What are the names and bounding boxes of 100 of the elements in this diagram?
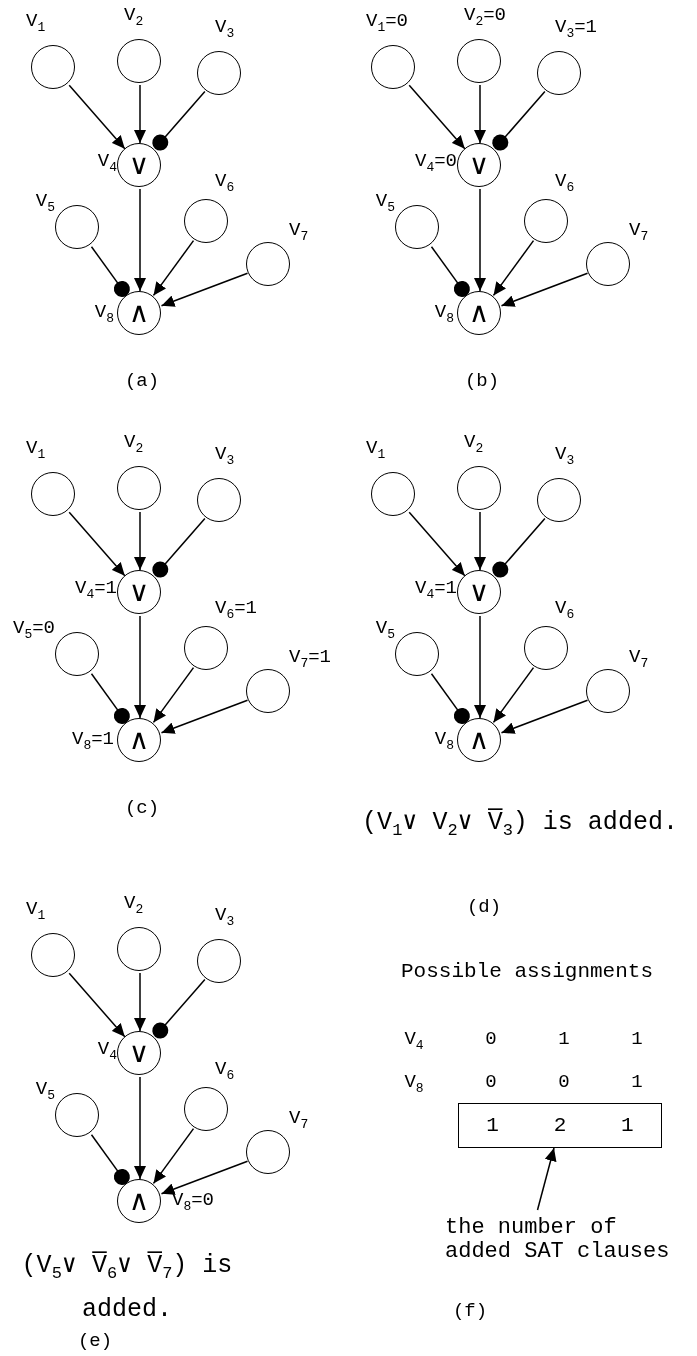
logic-symbol: ∨ bbox=[128, 1039, 150, 1067]
table-value: 0 bbox=[484, 1028, 498, 1050]
table-value: 0 bbox=[557, 1071, 571, 1093]
variable-label: V$_{1}$ bbox=[366, 437, 386, 462]
variable-circle bbox=[457, 466, 501, 510]
variable-label: V$_{8}$ bbox=[94, 301, 114, 326]
count-value: 2 bbox=[553, 1114, 567, 1137]
heading-text: Possible assignments bbox=[399, 960, 654, 983]
variable-label: V$_{2}$=0 bbox=[464, 4, 507, 29]
variable-circle bbox=[55, 632, 99, 676]
variable-label: V$_{7}$=1 bbox=[289, 646, 332, 671]
logic-symbol: ∧ bbox=[128, 726, 150, 754]
table-value: 1 bbox=[630, 1071, 644, 1093]
variable-label: V$_{7}$ bbox=[289, 219, 309, 244]
variable-circle bbox=[31, 45, 75, 89]
gate-circle bbox=[117, 143, 161, 187]
arrow bbox=[134, 615, 146, 719]
count-value: 1 bbox=[621, 1114, 634, 1137]
arrow bbox=[152, 1127, 195, 1185]
variable-circle bbox=[197, 939, 241, 983]
count-value: 1 bbox=[486, 1114, 499, 1137]
gate-circle bbox=[457, 291, 501, 335]
logic-symbol: ∧ bbox=[128, 299, 150, 327]
variable-circle bbox=[246, 242, 290, 286]
arrow bbox=[474, 615, 486, 719]
panel-caption: (c) bbox=[123, 797, 161, 819]
variable-label: V$_{1}$ bbox=[26, 437, 46, 462]
variable-circle bbox=[537, 478, 581, 522]
variable-circle bbox=[586, 669, 630, 713]
arrow bbox=[68, 511, 126, 577]
variable-circle bbox=[524, 199, 568, 243]
variable-label: V$_{6}$ bbox=[215, 1058, 235, 1083]
variable-circle bbox=[117, 39, 161, 83]
variable-label: V$_{5}$ bbox=[375, 190, 395, 215]
arrow bbox=[152, 239, 195, 297]
variable-label: V$_{6}$=1 bbox=[215, 597, 258, 622]
variable-circle bbox=[184, 199, 228, 243]
variable-label: V$_{4}$=0 bbox=[414, 150, 457, 175]
table-value: 1 bbox=[557, 1028, 571, 1050]
variable-label: V$_{8}$ bbox=[434, 301, 454, 326]
arrow bbox=[500, 272, 589, 307]
logic-symbol: ∧ bbox=[468, 726, 490, 754]
variable-label: V$_{2}$ bbox=[124, 4, 144, 29]
gate-circle bbox=[117, 1031, 161, 1075]
variable-circle bbox=[246, 1130, 290, 1174]
variable-circle bbox=[197, 51, 241, 95]
panel-caption: (f) bbox=[451, 1300, 489, 1322]
arrow bbox=[160, 272, 249, 307]
variable-label: V$_{7}$ bbox=[629, 646, 649, 671]
variable-label: V$_{1}$ bbox=[26, 10, 46, 35]
gate-circle bbox=[117, 570, 161, 614]
variable-label: V$_{3}$=1 bbox=[555, 16, 598, 41]
clause-text: (V$_{1}$∨ V$_{2}$∨ V̅$_{3}$) is added. bbox=[361, 807, 679, 842]
arrow bbox=[134, 1076, 146, 1180]
variable-circle bbox=[371, 45, 415, 89]
variable-circle bbox=[55, 1093, 99, 1137]
variable-circle bbox=[55, 205, 99, 249]
variable-label: V$_{8}$ bbox=[434, 728, 454, 753]
variable-label: V$_{4}$=1 bbox=[414, 577, 457, 602]
panel-caption: (b) bbox=[463, 370, 501, 392]
variable-label: V$_{4}$ bbox=[97, 150, 117, 175]
row-header: V$_{4}$ bbox=[403, 1028, 425, 1053]
arrow bbox=[474, 511, 486, 571]
variable-label: V$_{8}$=1 bbox=[71, 728, 114, 753]
arrow bbox=[68, 84, 126, 150]
variable-label: V$_{3}$ bbox=[215, 443, 235, 468]
gate-circle bbox=[457, 718, 501, 762]
variable-label: V$_{3}$ bbox=[215, 904, 235, 929]
logic-symbol: ∧ bbox=[468, 299, 490, 327]
variable-label: V$_{7}$ bbox=[629, 219, 649, 244]
gate-circle bbox=[457, 143, 501, 187]
variable-circle bbox=[184, 626, 228, 670]
variable-circle bbox=[395, 632, 439, 676]
arrow bbox=[160, 1160, 249, 1195]
arrow bbox=[408, 511, 466, 577]
panel-caption: (e) bbox=[76, 1330, 114, 1352]
gate-circle bbox=[117, 1179, 161, 1223]
arrow bbox=[134, 972, 146, 1032]
logic-symbol: ∧ bbox=[128, 1187, 150, 1215]
variable-label: V$_{8}$=0 bbox=[172, 1189, 215, 1214]
variable-circle bbox=[184, 1087, 228, 1131]
clause-text: (V$_{5}$∨ V̅$_{6}$∨ V̅$_{7}$) is added. bbox=[20, 1250, 234, 1326]
variable-circle bbox=[457, 39, 501, 83]
logic-symbol: ∨ bbox=[128, 151, 150, 179]
variable-circle bbox=[31, 472, 75, 516]
variable-label: V$_{5}$=0 bbox=[12, 617, 55, 642]
arrow bbox=[134, 511, 146, 571]
variable-label: V$_{6}$ bbox=[215, 170, 235, 195]
variable-circle bbox=[197, 478, 241, 522]
table-value: 1 bbox=[630, 1028, 644, 1050]
variable-label: V$_{4}$ bbox=[97, 1038, 117, 1063]
variable-circle bbox=[371, 472, 415, 516]
arrow bbox=[152, 666, 195, 724]
gate-circle bbox=[117, 291, 161, 335]
variable-label: V$_{7}$ bbox=[289, 1107, 309, 1132]
variable-circle bbox=[537, 51, 581, 95]
logic-symbol: ∨ bbox=[468, 578, 490, 606]
variable-label: V$_{6}$ bbox=[555, 597, 575, 622]
variable-label: V$_{1}$=0 bbox=[366, 10, 409, 35]
variable-circle bbox=[395, 205, 439, 249]
